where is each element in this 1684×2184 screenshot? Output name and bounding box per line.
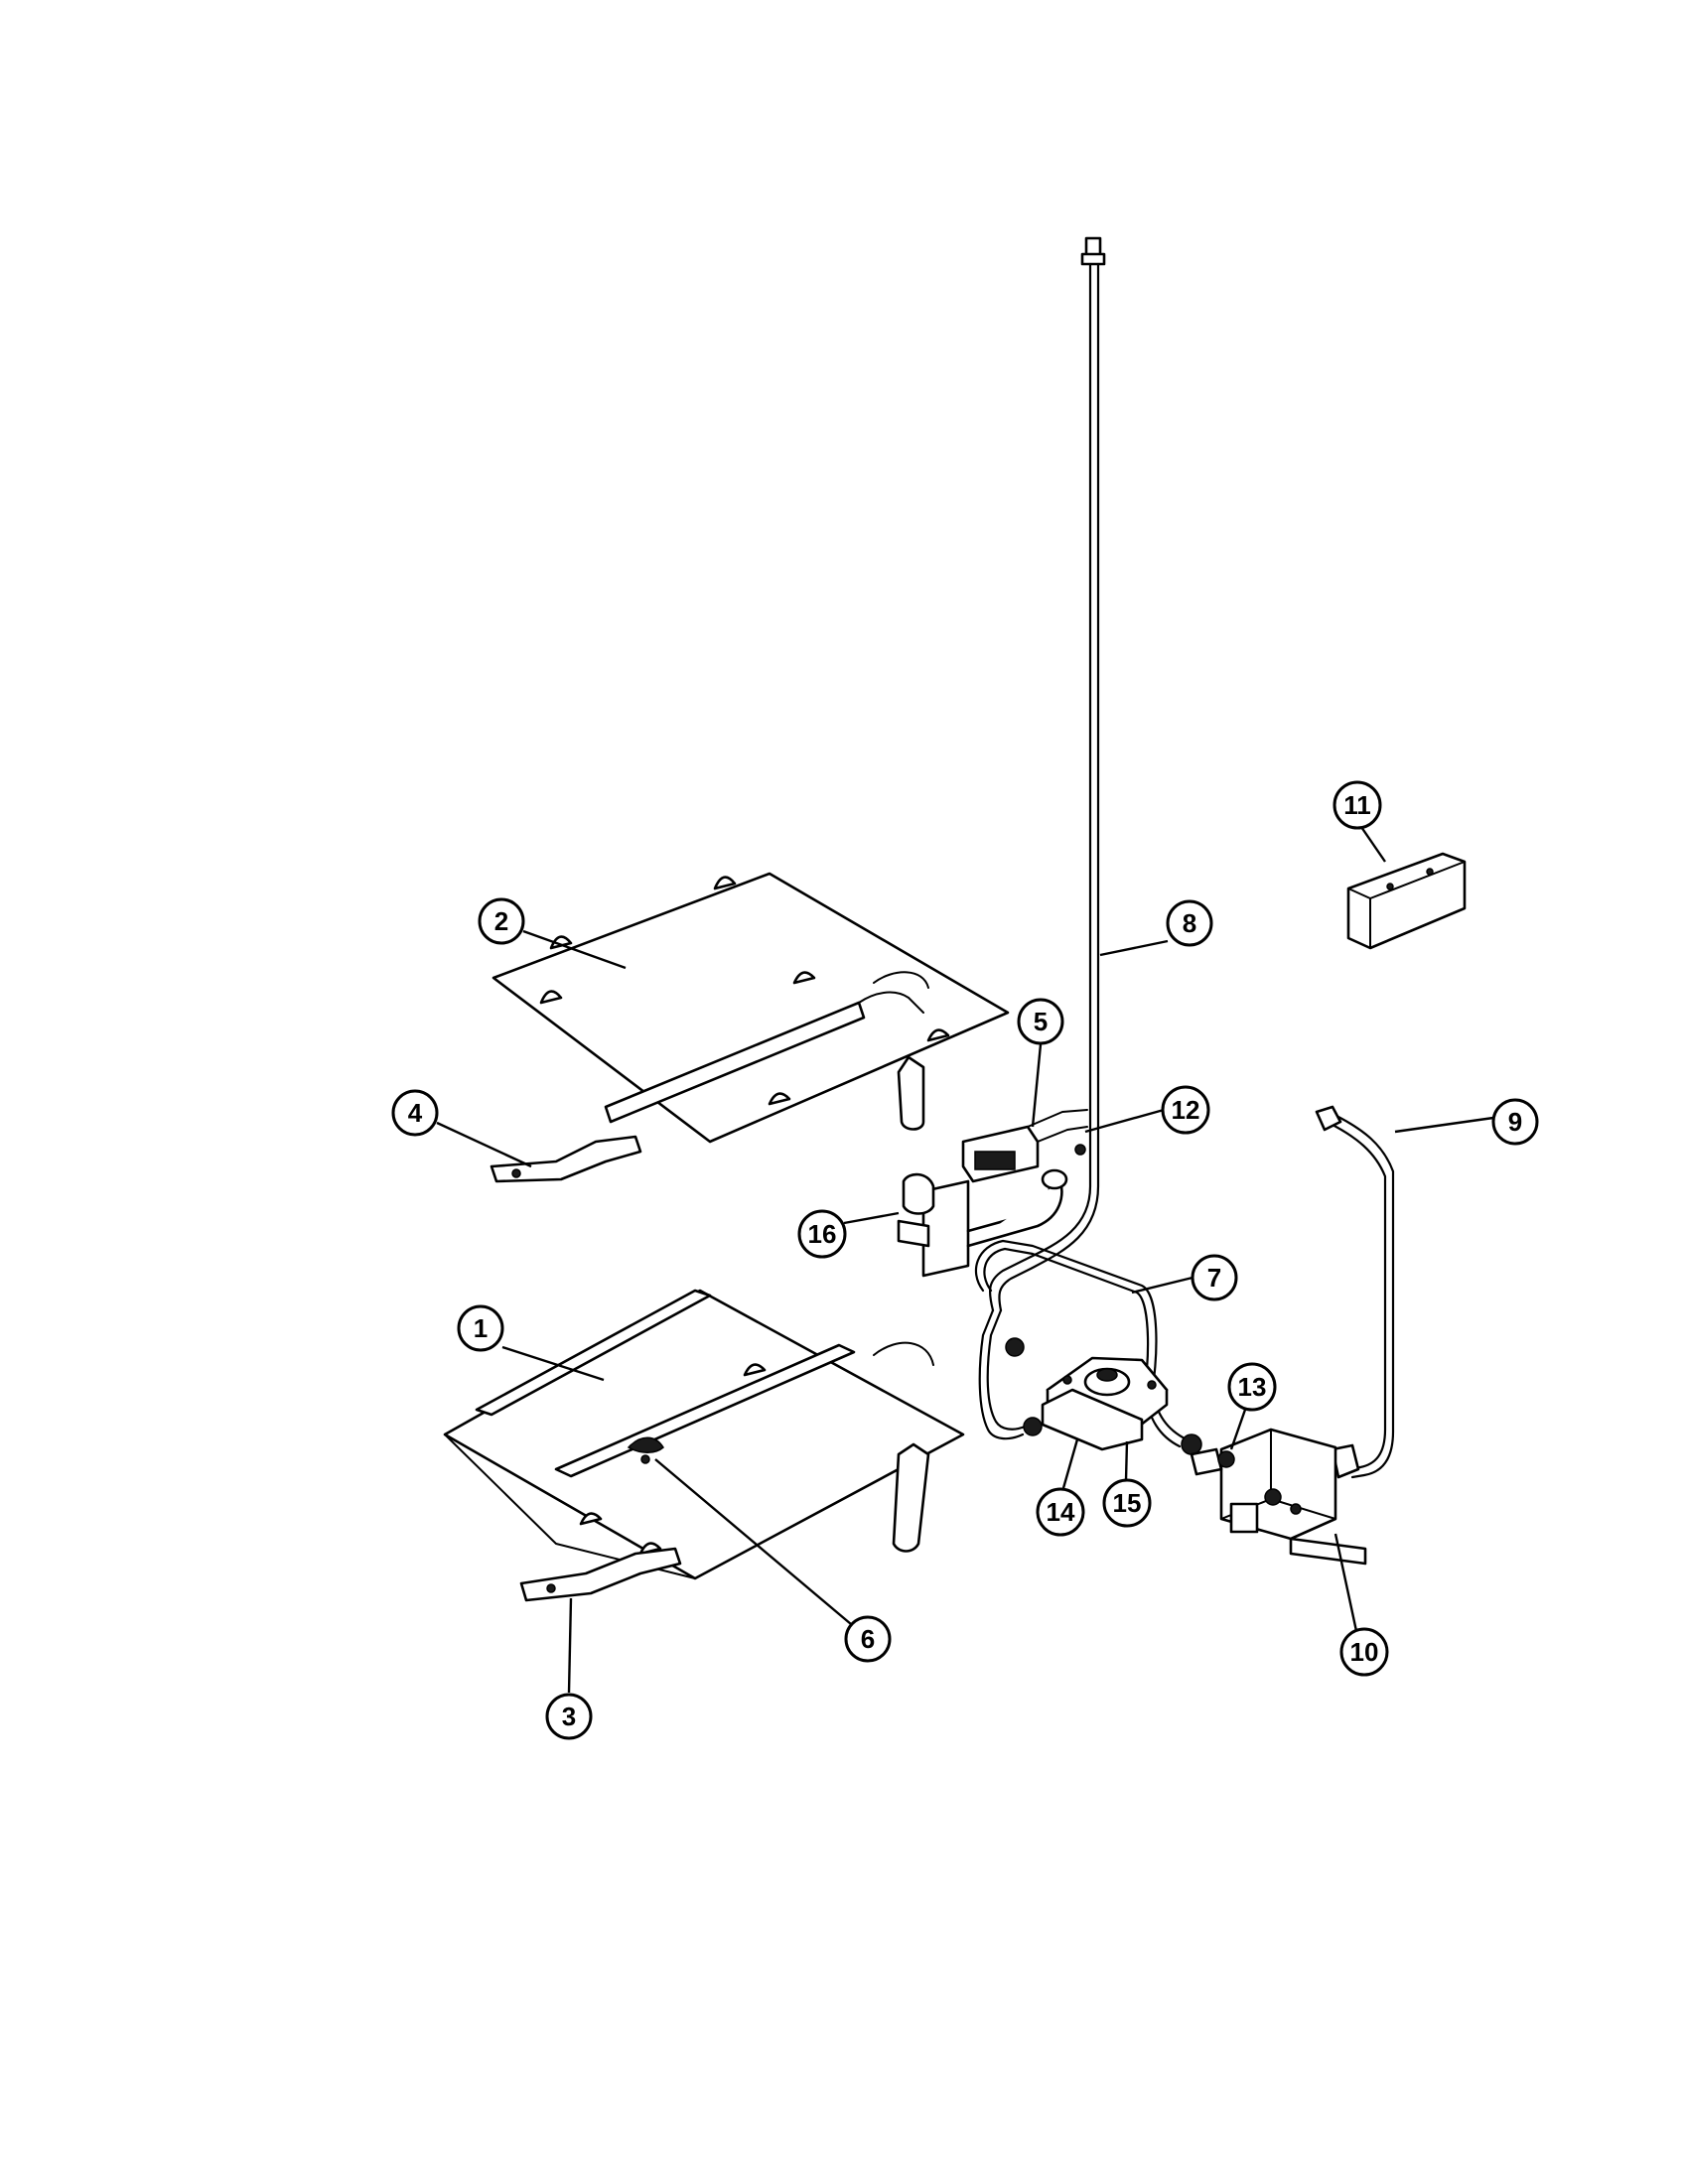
part-13-fitting: [1217, 1450, 1235, 1468]
callout-11-label: 11: [1343, 790, 1371, 820]
callout-4-label: 4: [408, 1098, 423, 1128]
callout-5-label: 5: [1034, 1007, 1048, 1036]
callout-12: 12: [1161, 1085, 1210, 1135]
callout-6-label: 6: [861, 1624, 875, 1654]
part-5-igniter: [961, 1109, 1088, 1183]
callout-2: 2: [478, 897, 525, 945]
callout-14-label: 14: [1047, 1497, 1075, 1527]
callout-15: 15: [1102, 1478, 1152, 1528]
part-1-lower-burner-shield: [443, 1289, 965, 1580]
callout-6: 6: [844, 1615, 892, 1663]
callout-7: 7: [1191, 1254, 1238, 1301]
callout-11: 11: [1333, 780, 1382, 830]
part-16-orifice-elbow: [897, 1168, 1068, 1278]
callout-1-label: 1: [474, 1313, 488, 1343]
callout-13: 13: [1227, 1362, 1277, 1412]
callout-13-label: 13: [1238, 1372, 1267, 1402]
callout-15-label: 15: [1113, 1488, 1142, 1518]
part-2-upper-burner-shield: [491, 872, 1010, 1144]
part-4-bracket: [490, 1135, 642, 1183]
part-11-box: [1346, 852, 1467, 950]
callout-12-label: 12: [1172, 1095, 1200, 1125]
part-12-screw: [1074, 1144, 1086, 1156]
leader-lines: [436, 826, 1494, 1694]
callout-14: 14: [1036, 1487, 1085, 1537]
part-6-wing-nut: [627, 1436, 664, 1464]
part-15-mounting-plate: [1041, 1388, 1144, 1451]
callout-10: 10: [1339, 1627, 1389, 1677]
part-3-bracket: [519, 1547, 682, 1602]
callout-3-label: 3: [562, 1702, 576, 1731]
callout-3: 3: [545, 1693, 593, 1740]
callout-16: 16: [797, 1209, 847, 1259]
callout-8-label: 8: [1183, 908, 1196, 938]
callout-1: 1: [457, 1304, 504, 1352]
callout-10-label: 10: [1350, 1637, 1379, 1667]
callout-4: 4: [391, 1089, 439, 1137]
callout-7-label: 7: [1207, 1263, 1221, 1293]
callout-5: 5: [1017, 998, 1064, 1045]
part-9-gas-tube: [1315, 1105, 1395, 1479]
callout-8: 8: [1166, 899, 1213, 947]
callout-2-label: 2: [494, 906, 508, 936]
part-7-tubing: [974, 1239, 1202, 1455]
callout-9-label: 9: [1508, 1107, 1522, 1137]
part-10-gas-valve: [1190, 1428, 1367, 1566]
callout-9: 9: [1491, 1098, 1539, 1146]
callout-16-label: 16: [808, 1219, 837, 1249]
